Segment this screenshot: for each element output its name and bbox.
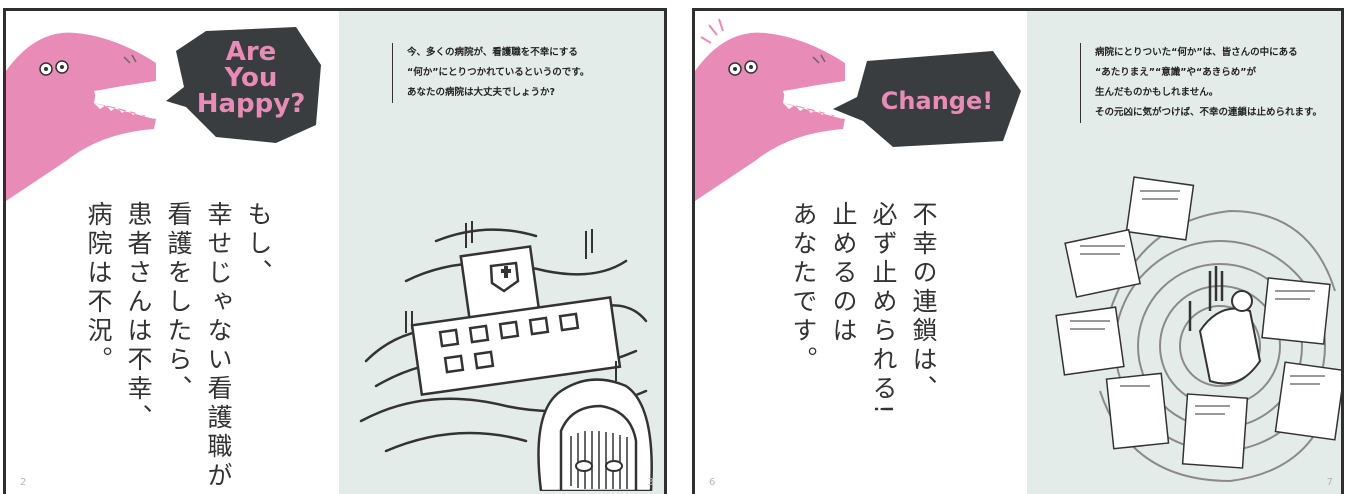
page-number-right: 3: [647, 477, 654, 488]
quote-line: 病院にとりついた“何か”は、皆さんの中にある: [1095, 47, 1298, 58]
vertical-line-2: 必ず止められる!: [869, 201, 898, 419]
vertical-line-4: 患者さんは不幸、: [124, 201, 153, 433]
quote-line: “あたりまえ”“意識”や“あきらめ”が: [1095, 67, 1256, 78]
quote-line: 生んだものかもしれません。: [1095, 87, 1219, 98]
bubble-line: Happy?: [196, 89, 306, 119]
vertical-line-2: 幸せじゃない看護職が: [204, 201, 233, 491]
page-number-left: 2: [20, 477, 27, 488]
quote-line: 今、多くの病院が、看護職を不幸にする: [407, 47, 578, 58]
vertical-line-1: もし、: [244, 201, 273, 288]
speech-bubble: [833, 51, 1021, 147]
quote-block: 病院にとりついた“何か”は、皆さんの中にある “あたりまえ”“意識”や“あきらめ…: [1080, 43, 1322, 123]
vertical-line-5: 病院は不況。: [84, 201, 113, 375]
vertical-line-4: あなたです。: [789, 201, 818, 375]
bubble-line: Are: [225, 37, 277, 67]
bubble-text: Are You Happy?: [196, 39, 306, 117]
quote-block: 今、多くの病院が、看護職を不幸にする “何か”にとりつかれているというのです。 …: [392, 43, 589, 103]
page-number-left: 6: [709, 477, 716, 488]
bubble-text: Change!: [867, 89, 1007, 113]
vortex-illustration: [1055, 176, 1341, 483]
dinosaur-illustration: [695, 18, 845, 201]
spread-are-you-happy: Are You Happy? もし、 幸せじゃない看護職が 看護をしたら、 患者…: [3, 8, 667, 494]
vertical-line-3: 止めるのは: [829, 201, 858, 346]
haunted-hospital-illustration: [359, 221, 653, 491]
vertical-line-1: 不幸の連鎖は、: [909, 201, 938, 404]
page-number-right: 7: [1326, 477, 1333, 488]
speech-bubble: [166, 27, 321, 143]
quote-line: “何か”にとりつかれているというのです。: [407, 67, 590, 78]
quote-line: あなたの病院は大丈夫でしょうか?: [407, 87, 556, 98]
dinosaur-illustration: [6, 32, 156, 201]
vertical-line-3: 看護をしたら、: [164, 201, 193, 404]
bubble-line: Change!: [880, 87, 994, 115]
quote-line: その元凶に気がつけば、不幸の連鎖は止められます。: [1095, 107, 1323, 118]
bubble-line: You: [224, 63, 278, 93]
spread-change: Change! 不幸の連鎖は、 必ず止められる! 止めるのは あなたです。 病院…: [692, 8, 1344, 494]
